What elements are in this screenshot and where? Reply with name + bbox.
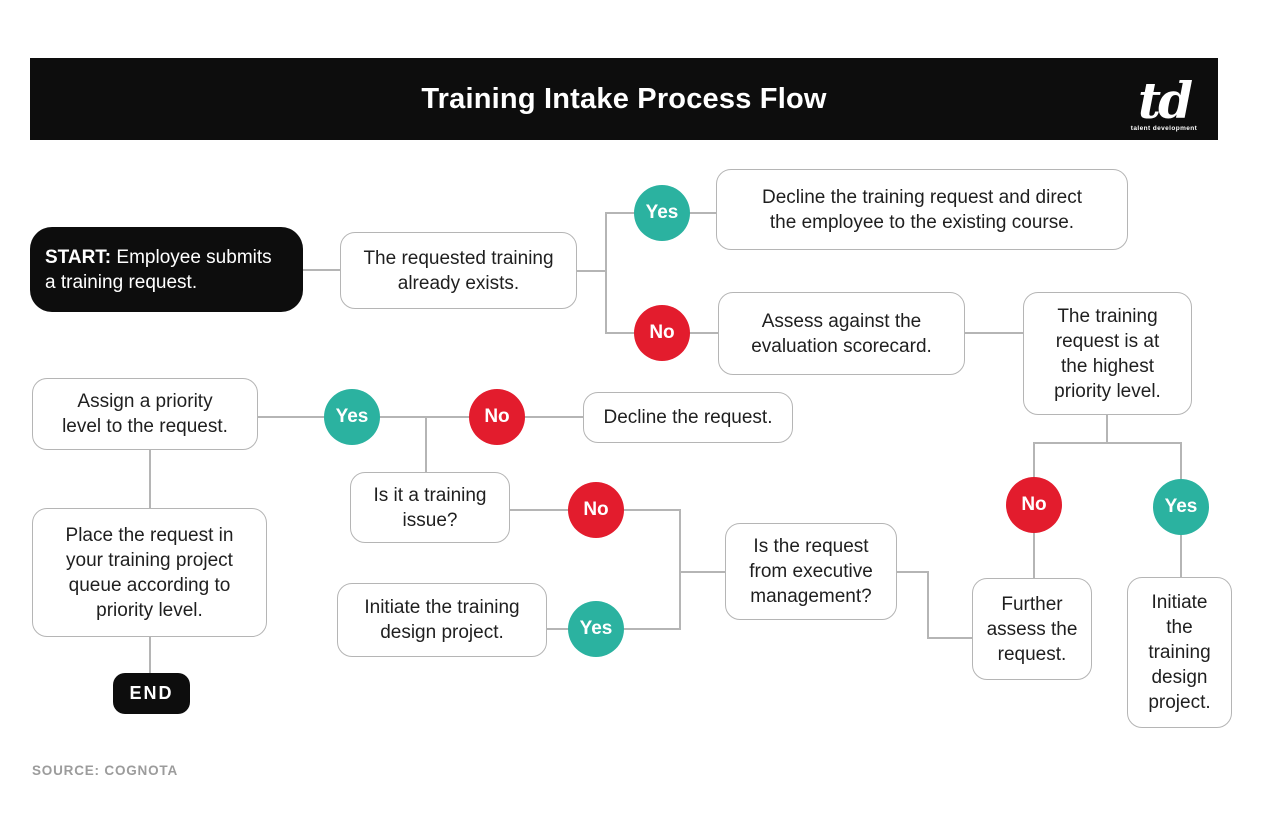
flow-node-decline-and-direct: Decline the training request and direct … xyxy=(716,169,1128,250)
connector-line xyxy=(679,571,725,573)
td-logo: td talent development xyxy=(1130,68,1198,133)
connector-line xyxy=(425,416,427,472)
connector-line xyxy=(149,450,151,508)
decision-no-exists: No xyxy=(634,305,690,361)
connector-line xyxy=(577,270,607,272)
connector-line xyxy=(965,332,1023,334)
flow-node-training-exists: The requested training already exists. xyxy=(340,232,577,309)
flow-node-further-assess: Further assess the request. xyxy=(972,578,1092,680)
decision-no-exec: No xyxy=(568,482,624,538)
connector-line xyxy=(1106,415,1108,444)
decision-no-issue: No xyxy=(469,389,525,445)
connector-line xyxy=(303,269,340,271)
td-logo-mark-icon: td xyxy=(1137,71,1193,130)
connector-line xyxy=(258,416,583,418)
connector-line xyxy=(605,212,607,334)
flow-node-highest-priority: The training request is at the highest p… xyxy=(1023,292,1192,415)
connector-line xyxy=(897,571,929,573)
flow-node-training-issue: Is it a training issue? xyxy=(350,472,510,543)
decision-yes-exists: Yes xyxy=(634,185,690,241)
flow-node-assign-priority: Assign a priority level to the request. xyxy=(32,378,258,450)
flow-node-decline-request: Decline the request. xyxy=(583,392,793,443)
connector-line xyxy=(679,509,681,630)
connector-line xyxy=(1033,442,1182,444)
decision-yes-exec: Yes xyxy=(568,601,624,657)
start-label: START: Employee submits a training reque… xyxy=(45,245,272,295)
flow-node-exec-management: Is the request from executive management… xyxy=(725,523,897,620)
connector-line xyxy=(927,571,929,639)
flow-node-start: START: Employee submits a training reque… xyxy=(30,227,303,312)
source-credit: SOURCE: COGNOTA xyxy=(32,763,178,778)
flow-node-initiate-design-left: Initiate the training design project. xyxy=(337,583,547,657)
decision-yes-priority: Yes xyxy=(1153,479,1209,535)
connector-line xyxy=(149,637,151,673)
start-prefix: START: xyxy=(45,246,112,268)
flow-node-end: END xyxy=(113,673,190,714)
connector-line xyxy=(927,637,972,639)
page-title: Training Intake Process Flow xyxy=(421,82,827,115)
start-rest: Employee submits a training request. xyxy=(45,246,272,293)
decision-no-priority: No xyxy=(1006,477,1062,533)
decision-yes-issue: Yes xyxy=(324,389,380,445)
flow-node-initiate-design-right: Initiate the training design project. xyxy=(1127,577,1232,728)
flow-node-place-in-queue: Place the request in your training proje… xyxy=(32,508,267,637)
td-logo-tagline: talent development xyxy=(1130,125,1198,132)
flow-node-assess-scorecard: Assess against the evaluation scorecard. xyxy=(718,292,965,375)
header-bar: Training Intake Process Flow td talent d… xyxy=(30,58,1218,140)
